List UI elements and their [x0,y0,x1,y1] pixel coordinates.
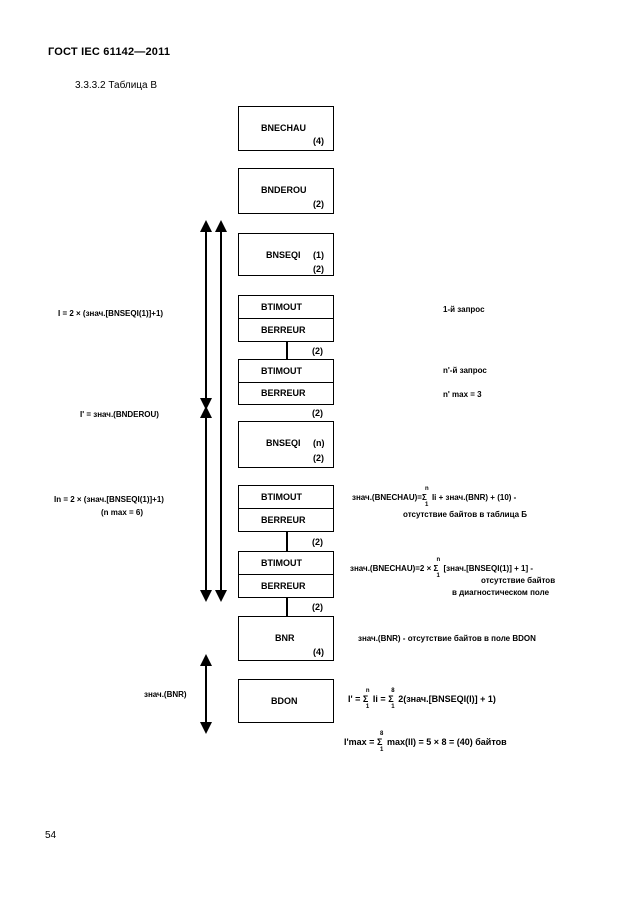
btimout-4-label: BTIMOUT [261,558,302,568]
connector-count-2: (2) [312,408,323,418]
bdon-mid: Ii = [372,694,386,704]
bnseqi-1-count: (2) [313,264,324,274]
document-header: ГОСТ IEC 61142—2011 [48,46,171,58]
formula-1-sum-symbol: Σ [421,493,427,502]
box-bnseqi-n: BNSEQI (n) (2) [238,421,334,468]
bnseqi-n-index: (n) [313,438,325,448]
page-number: 54 [45,830,57,841]
bdon-label: BDON [271,696,298,706]
note-in-formula: In = 2 × (знач.[BNSEQI(1)]+1) [54,495,164,504]
bnr-label: BNR [275,633,295,643]
imax-rest: max(II) = 5 × 8 = (40) байтов [386,737,507,747]
connector-1 [286,342,288,359]
bnseqi-1-label: BNSEQI [266,250,301,260]
imax-sum-bottom: 1 [379,747,384,753]
bnechau-label: BNECHAU [261,123,306,133]
formula-1-line2: отсутствие байтов в таблица Б [403,510,528,519]
formula-2-rest: [знач.[BNSEQI(1)] + 1] - [443,564,533,573]
box-berreur-4: BERREUR [238,574,334,598]
bdon-sum-1-symbol: Σ [362,694,369,704]
formula-1-lhs: знач.(BNECHAU)= [352,493,422,502]
bnseqi-n-count: (2) [313,453,324,463]
bnechau-count: (4) [313,136,324,146]
formula-2-sum-symbol: Σ [433,564,439,573]
bdon-sum-2-top: 8 [391,688,395,694]
connector-count-1: (2) [312,346,323,356]
box-btimout-2: BTIMOUT [238,359,334,383]
bnr-count: (4) [313,647,324,657]
box-berreur-1: BERREUR [238,318,334,342]
berreur-3-label: BERREUR [261,515,306,525]
berreur-1-label: BERREUR [261,325,306,335]
formula-2-sum-top: n [436,557,441,563]
formula-1-sum-top: n [424,486,429,492]
connector-count-4: (2) [312,602,323,612]
imax-sum-top: 8 [379,731,384,737]
imax-lhs: I'max = [344,737,375,747]
note-nth-request: n'-й запрос [443,366,487,375]
formula-1-sum-bottom: 1 [424,502,429,508]
formula-2-lhs: знач.(BNECHAU)=2 × [350,564,432,573]
berreur-4-label: BERREUR [261,581,306,591]
berreur-2-label: BERREUR [261,388,306,398]
formula-2-line2: отсутствие байтов [481,576,556,585]
bdon-sum-1-top: n [365,688,370,694]
formula-2-line3: в диагностическом поле [452,588,550,597]
connector-4 [286,598,288,616]
note-i-formula: I = 2 × (знач.[BNSEQI(1)]+1) [58,309,164,318]
note-first-request: 1-й запрос [443,305,485,314]
imax-sum-symbol: Σ [376,737,383,747]
bnderou-label: BNDEROU [261,185,307,195]
box-bnechau: BNECHAU (4) [238,106,334,151]
box-btimout-4: BTIMOUT [238,551,334,575]
box-berreur-3: BERREUR [238,508,334,532]
btimout-2-label: BTIMOUT [261,366,302,376]
bdon-lhs: I' = [348,694,361,704]
note-n-max-right: n' max = 3 [443,390,482,399]
btimout-1-label: BTIMOUT [261,302,302,312]
bdon-sum-2-bottom: 1 [391,704,395,710]
box-bnderou: BNDEROU (2) [238,168,334,214]
box-bnr: BNR (4) [238,616,334,661]
box-berreur-2: BERREUR [238,382,334,405]
box-btimout-1: BTIMOUT [238,295,334,319]
connector-3 [286,532,288,551]
connector-count-3: (2) [312,537,323,547]
section-title: 3.3.3.2 Таблица В [75,80,158,91]
bdon-sum-2-symbol: Σ [388,694,394,704]
box-bdon: BDON [238,679,334,723]
note-n-max: (n max = 6) [101,508,144,517]
box-bnseqi-1: BNSEQI (1) (2) [238,233,334,276]
btimout-3-label: BTIMOUT [261,492,302,502]
note-bnr-value: знач.(BNR) [144,690,187,699]
formula-2-sum-bottom: 1 [436,573,440,579]
bdon-sum-1-bottom: 1 [365,704,370,710]
box-btimout-3: BTIMOUT [238,485,334,509]
bnderou-count: (2) [313,199,324,209]
note-bnr: знач.(BNR) - отсутствие байтов в поле BD… [358,634,536,643]
bnseqi-n-label: BNSEQI [266,438,301,448]
note-i-prime: I' = знач.(BNDEROU) [80,410,159,419]
bdon-rest: 2(знач.[BNSEQI(I)] + 1) [398,694,496,704]
bnseqi-1-index: (1) [313,250,324,260]
formula-1-rest: Ii + знач.(BNR) + (10) - [431,493,517,502]
